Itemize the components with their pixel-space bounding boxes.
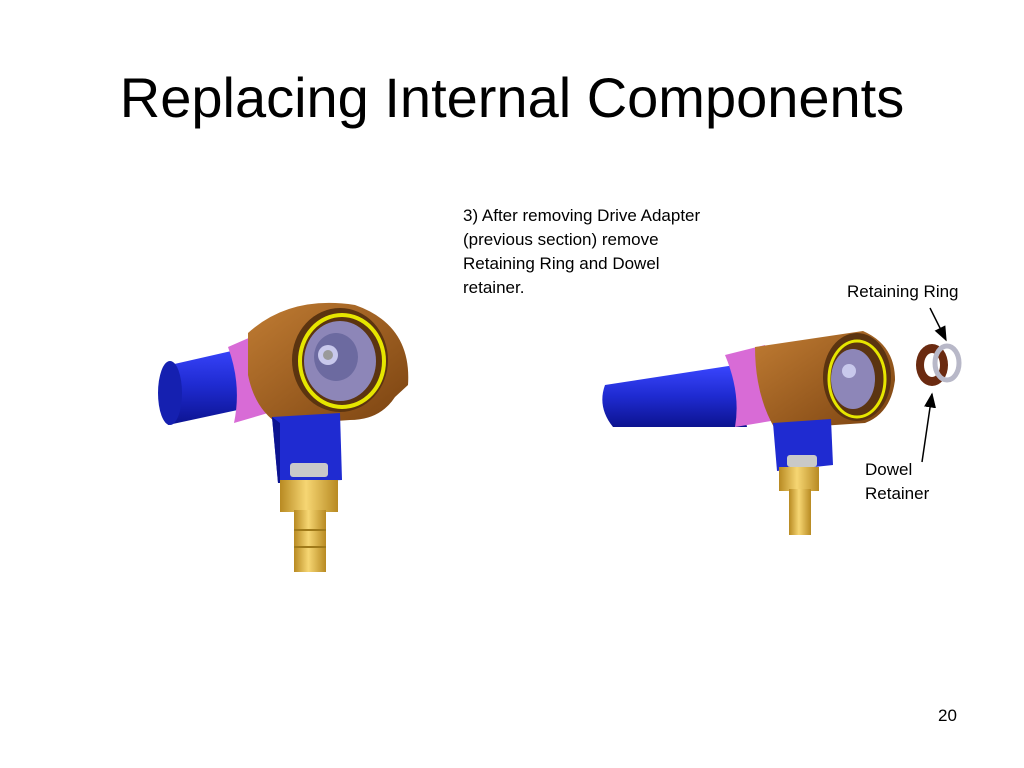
assembly-figure-left	[158, 302, 409, 572]
page-number: 20	[938, 706, 957, 725]
dowel-retainer-label-line1: Dowel	[865, 460, 913, 479]
slide-title: Replacing Internal Components	[119, 66, 905, 129]
brass-fitting	[779, 467, 819, 491]
dowel-retainer-leader	[921, 392, 936, 463]
retaining-ring-part	[932, 343, 962, 383]
dowel-retainer-label: Dowel Retainer	[865, 458, 955, 506]
assembly-figure-right	[602, 331, 962, 535]
retaining-ring-label: Retaining Ring	[847, 282, 959, 301]
blue-tube	[602, 365, 747, 427]
instruction-text: 3) After removing Drive Adapter (previou…	[463, 206, 701, 297]
dowel-retainer-label-line2: Retainer	[865, 484, 930, 503]
brass-fitting	[280, 480, 338, 512]
retaining-ring-leader	[929, 307, 947, 342]
